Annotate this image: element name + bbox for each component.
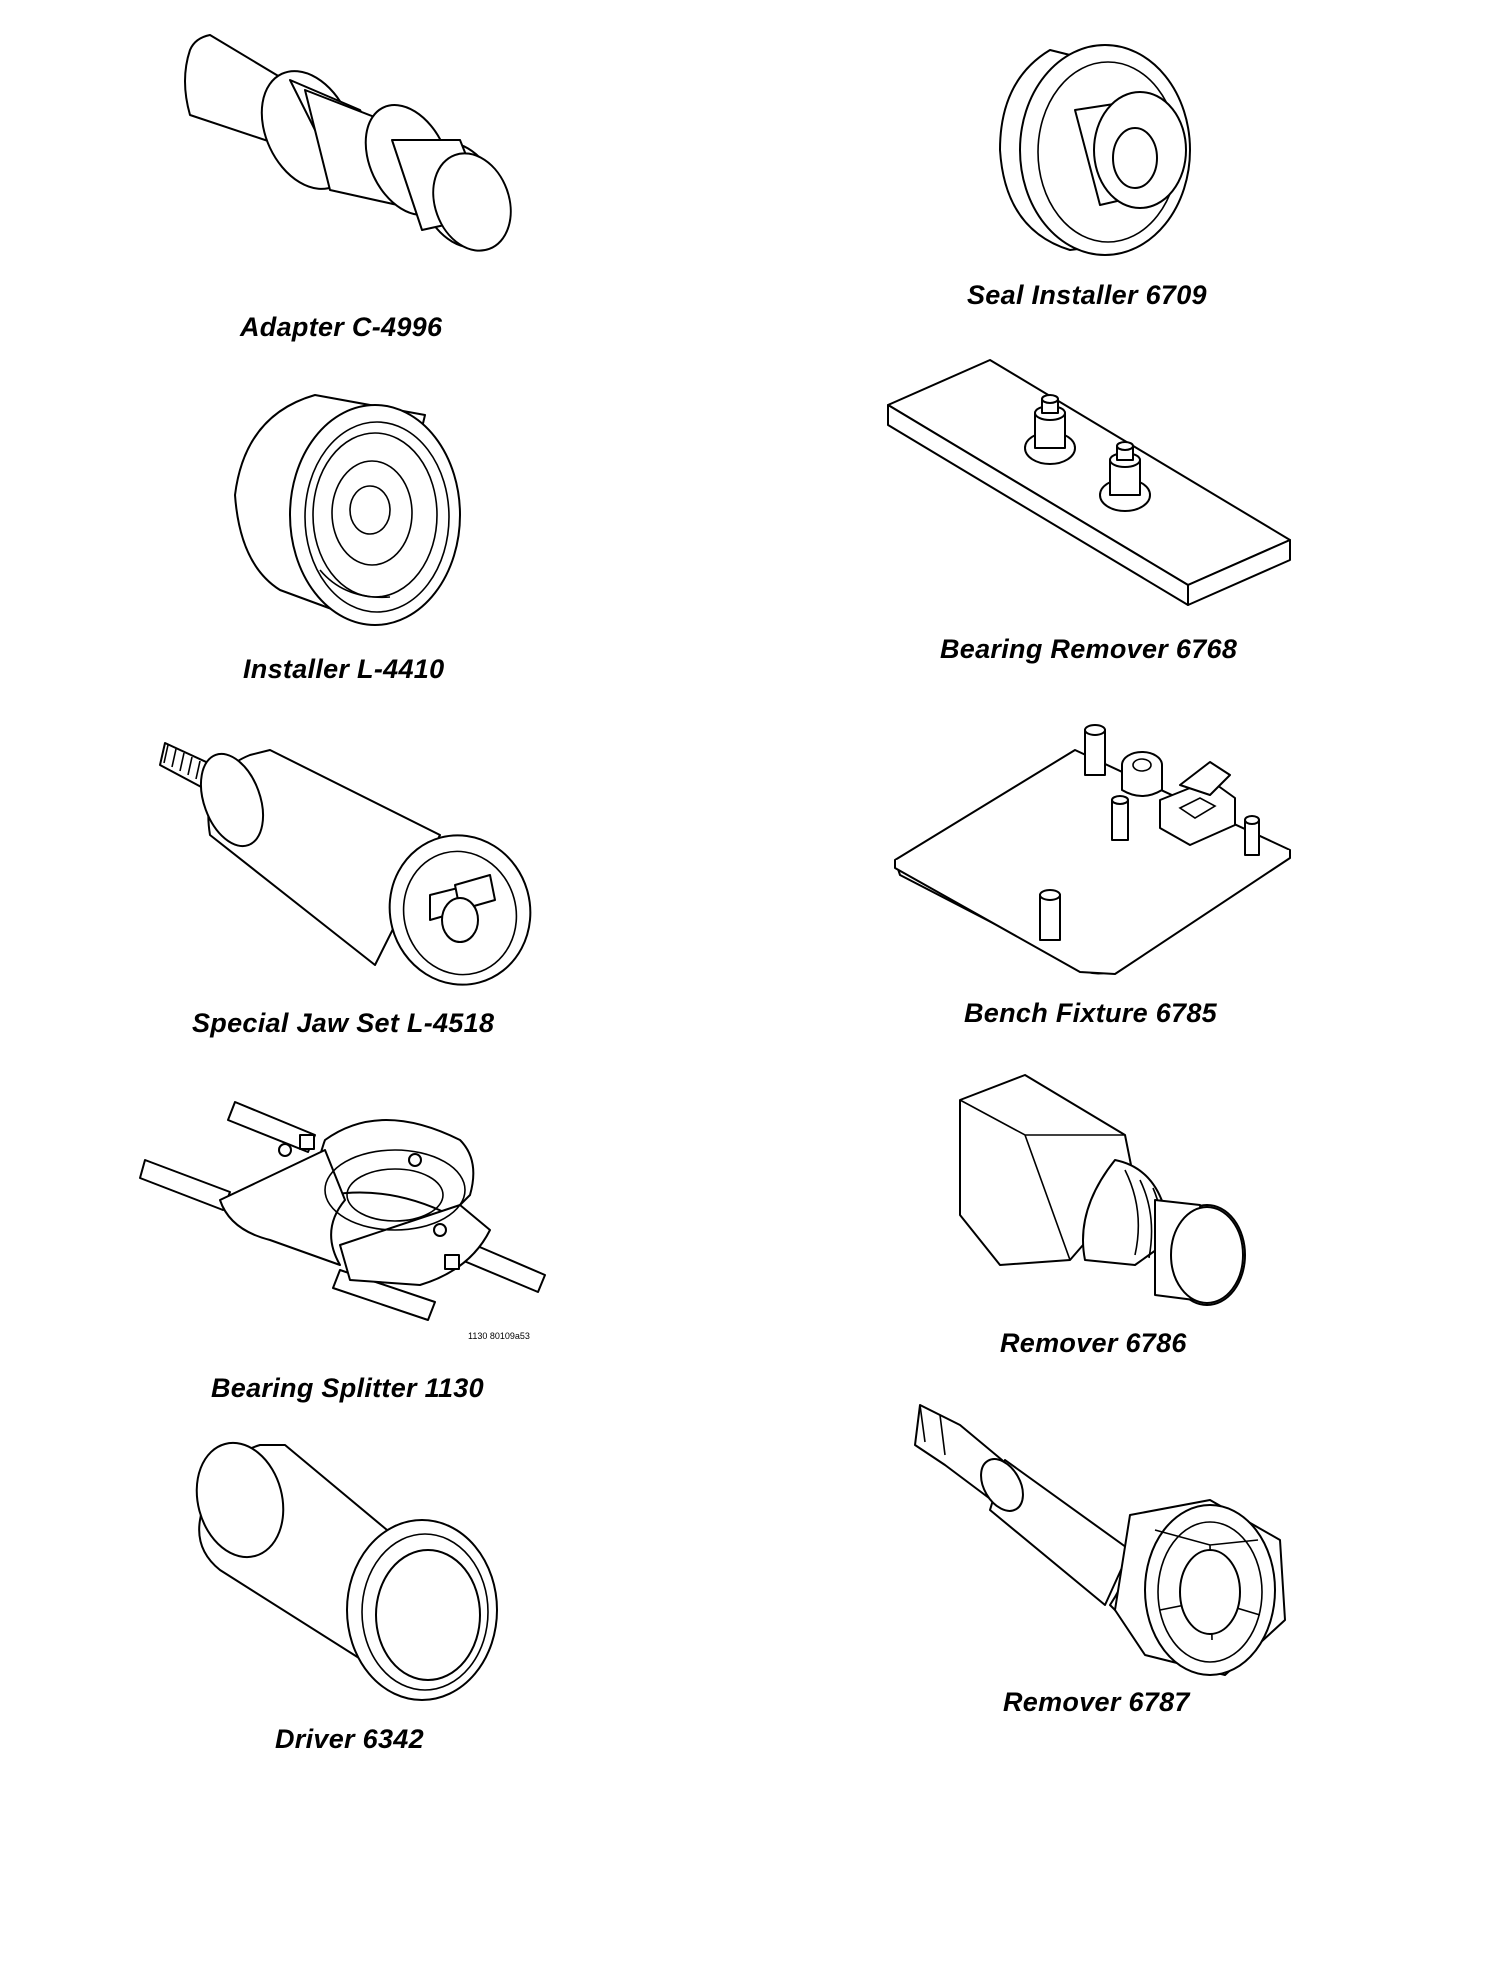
adapter-caption: Adapter C-4996 (240, 312, 443, 342)
shaft-remover-icon (910, 1400, 1290, 1680)
bearing-remover-plate-icon (880, 355, 1300, 605)
seal-installer-disc-icon (990, 40, 1210, 270)
remover-6786-caption: Remover 6786 (1000, 1328, 1187, 1358)
bench-fixture-caption: Bench Fixture 6785 (964, 998, 1218, 1028)
bearing-splitter-code: 1130 80109a53 (468, 1331, 530, 1341)
driver-caption: Driver 6342 (275, 1724, 424, 1754)
bearing-splitter-caption: Bearing Splitter 1130 (211, 1373, 484, 1403)
adapter-cylinder-icon (160, 20, 530, 280)
driver-cylinder-icon (190, 1440, 520, 1690)
bench-fixture-icon (890, 710, 1300, 980)
seal-installer-caption: Seal Installer 6709 (967, 280, 1207, 310)
installer-caption: Installer L-4410 (243, 654, 445, 684)
hex-remover-icon (935, 1070, 1245, 1310)
bearing-remover-caption: Bearing Remover 6768 (940, 634, 1238, 664)
special-jaw-set-caption: Special Jaw Set L-4518 (192, 1008, 495, 1038)
jaw-set-cylinder-icon (160, 725, 540, 985)
bearing-splitter-icon (140, 1080, 550, 1330)
installer-cup-icon (225, 385, 470, 635)
remover-6787-caption: Remover 6787 (1003, 1687, 1190, 1717)
